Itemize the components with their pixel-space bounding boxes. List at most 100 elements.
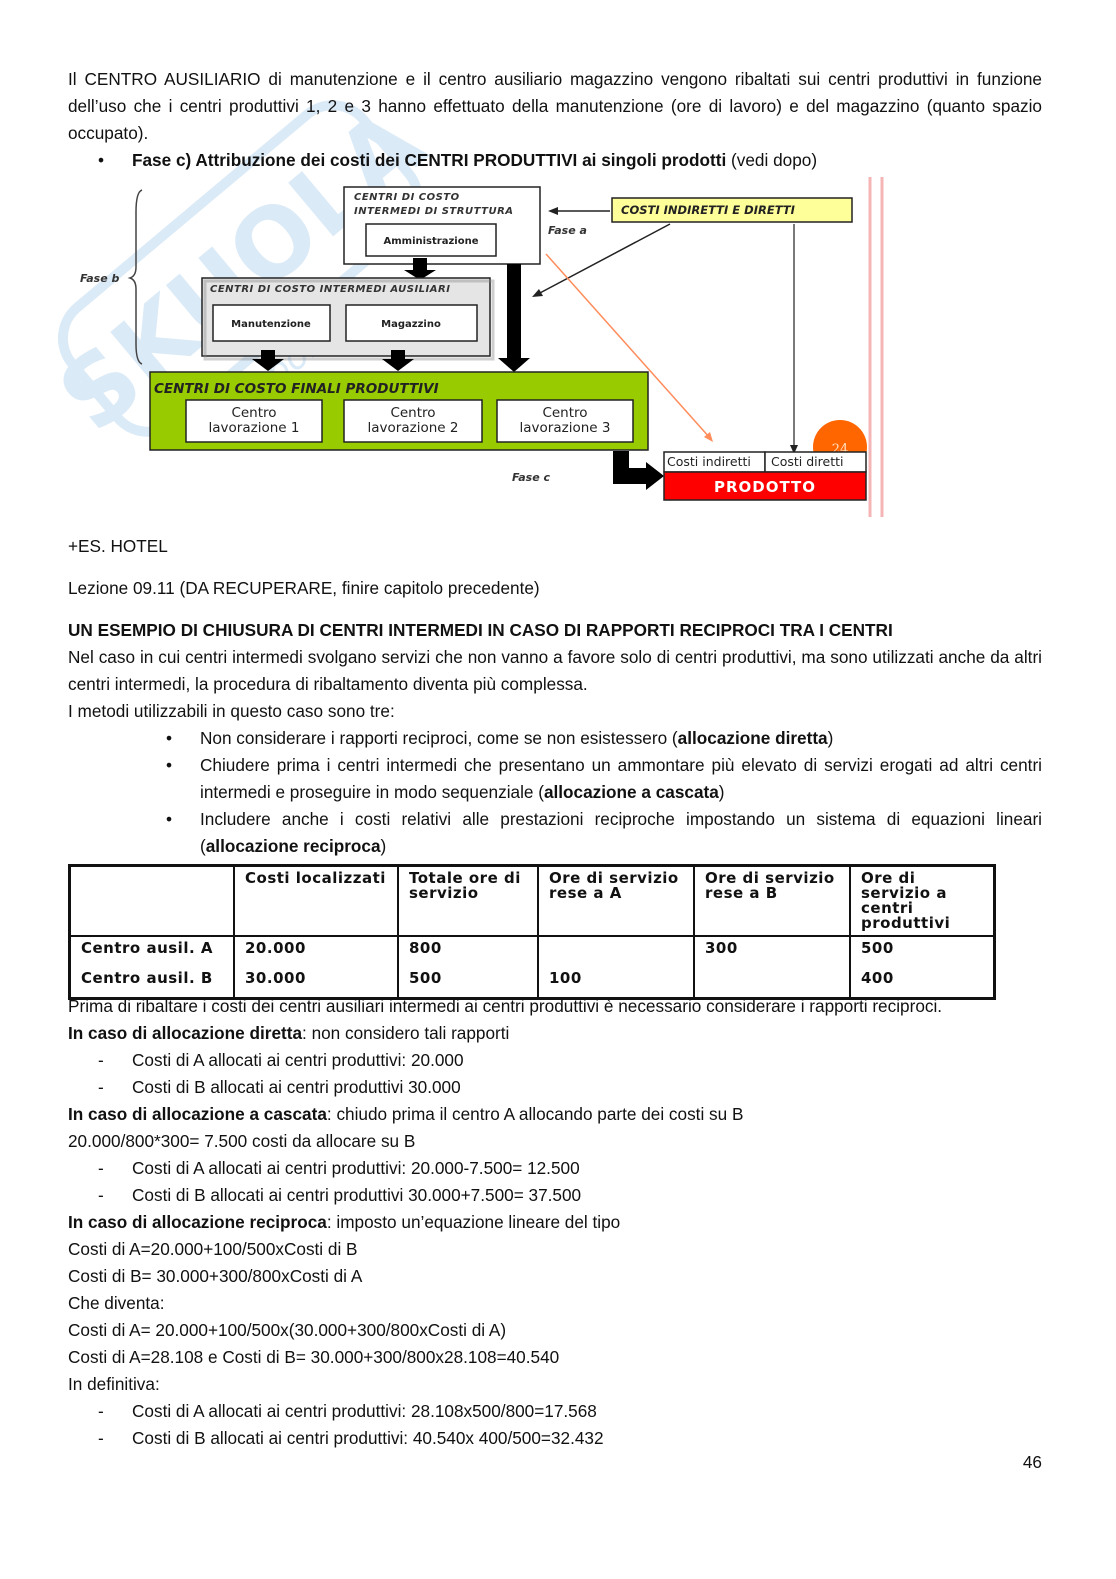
intro-para-1: Nel caso in cui centri intermedi svolgan… <box>68 647 1042 694</box>
dash-marker: - <box>98 1158 104 1178</box>
arrow-head <box>548 207 558 215</box>
fase-b-label: Fase b <box>80 272 120 285</box>
amministrazione-box <box>365 223 497 257</box>
intro-paragraph: Il CENTRO AUSILIARIO di manutenzione e i… <box>68 69 1042 143</box>
equation: Costi di A= 20.000+100/500x(30.000+300/8… <box>68 1320 507 1340</box>
method-item: • Non considerare i rapporti reciproci, … <box>68 725 1042 752</box>
struttura-title: CENTRI DI COSTO INTERMEDI DI STRUTTURA <box>354 192 514 217</box>
centro-3-line2: lavorazione 3 <box>520 420 611 436</box>
table-row: Centro ausil. B 30.000 500 100 400 <box>70 967 995 999</box>
cascata-calc: 20.000/800*300= 7.500 costi da allocare … <box>68 1131 416 1151</box>
cascata-heading: In caso di allocazione a cascata <box>68 1104 327 1124</box>
table-header: Ore di servizio rese a A <box>537 865 694 937</box>
method-text: Non considerare i rapporti reciproci, co… <box>200 728 678 748</box>
table-header <box>69 865 234 937</box>
table-row: Centro ausil. A 20.000 800 300 500 <box>70 936 995 967</box>
dash-marker: - <box>98 1428 104 1448</box>
service-hours-table: Costi localizzati Totale ore di servizio… <box>68 864 996 1000</box>
fase-c-bullet: • Fase c) Attribuzione dei costi dei CEN… <box>68 147 1042 174</box>
magazzino-label: Magazzino <box>381 319 441 330</box>
bullet-dot: • <box>166 728 173 748</box>
list-item: -Costi di A allocati ai centri produttiv… <box>68 1398 1048 1425</box>
costi-indiretti-diretti-box <box>611 197 853 223</box>
method-name: allocazione diretta <box>677 728 828 748</box>
centro-2-line1: Centro <box>390 405 435 421</box>
table-cell: 20.000 <box>233 936 398 967</box>
method-item: • Includere anche i costi relativi alle … <box>68 806 1042 860</box>
list-item-text: Costi di B allocati ai centri produttivi… <box>132 1077 461 1097</box>
che-diventa: Che diventa: <box>68 1293 165 1313</box>
table-header: Totale ore di servizio <box>397 865 538 937</box>
list-item: -Costi di B allocati ai centri produttiv… <box>68 1182 1048 1209</box>
fase-b-brace <box>127 189 143 365</box>
finali-title: CENTRI DI COSTO FINALI PRODUTTIVI <box>154 381 439 397</box>
thick-arrow-head <box>498 358 530 372</box>
thick-arrow-head <box>252 359 284 371</box>
manutenzione-box <box>212 304 331 342</box>
table-cell: 500 <box>397 967 538 999</box>
page-number: 46 <box>1022 1452 1042 1472</box>
table-cell: Centro ausil. B <box>81 969 213 987</box>
reciproca-text: : imposto un’equazione lineare del tipo <box>326 1212 621 1232</box>
ausiliari-title: CENTRI DI COSTO INTERMEDI AUSILIARI <box>210 284 450 295</box>
table-cell <box>693 967 850 999</box>
thick-arrow-head <box>404 270 436 280</box>
table-header: Ore di servizio rese a B <box>693 865 850 937</box>
intro-para-2: I metodi utilizzabili in questo caso son… <box>68 701 395 721</box>
diretta-text: : non considero tali rapporti <box>302 1023 510 1043</box>
thick-arrow-stem <box>413 258 427 272</box>
equation: Costi di A=20.000+100/500xCosti di B <box>68 1239 358 1259</box>
reciproca-heading: In caso di allocazione reciproca <box>68 1212 327 1232</box>
cost-centers-diagram: Fase b CENTRI DI COSTO INTERMEDI DI STRU… <box>80 177 884 517</box>
method-text: ) <box>827 728 834 748</box>
list-item: -Costi di B allocati ai centri produttiv… <box>68 1425 1048 1452</box>
section-heading: UN ESEMPIO DI CHIUSURA DI CENTRI INTERME… <box>68 620 893 640</box>
table-cell: 400 <box>849 967 995 999</box>
thick-arrow-head <box>382 359 414 371</box>
fase-c-arrow-stem <box>613 468 649 484</box>
table-cell: 300 <box>693 936 850 967</box>
arrow-head <box>790 445 798 454</box>
list-item-text: Costi di A allocati ai centri produttivi… <box>132 1401 597 1421</box>
fase-c-rest: (vedi dopo) <box>726 150 818 170</box>
dash-marker: - <box>98 1077 104 1097</box>
centro-3-line1: Centro <box>542 405 587 421</box>
method-text: Includere anche i costi relativi alle pr… <box>200 809 1042 856</box>
table-cell <box>537 936 694 967</box>
method-name: allocazione reciproca <box>205 836 381 856</box>
manutenzione-label: Manutenzione <box>231 319 311 330</box>
ausiliari-shadow <box>203 279 495 361</box>
method-name: allocazione a cascata <box>543 782 719 802</box>
bullet-dot: • <box>166 809 173 829</box>
costi-indiretti-diretti-label: COSTI INDIRETTI E DIRETTI <box>621 203 796 217</box>
list-item: -Costi di A allocati ai centri produttiv… <box>68 1047 1048 1074</box>
centro-lavorazione-2-box <box>343 399 483 443</box>
arrow-to-ausiliari <box>537 223 671 295</box>
arrow-head <box>704 432 713 442</box>
table-cell: Centro ausil. A <box>81 939 213 957</box>
method-item: • Chiudere prima i centri intermedi che … <box>68 752 1042 806</box>
prodotto-label: PRODOTTO <box>714 478 816 496</box>
list-item: - Costi di B allocati ai centri produttiv… <box>68 1074 1048 1101</box>
fase-c-arrow-head <box>646 462 664 490</box>
table-header: Ore di servizio a centri produttivi <box>849 865 995 937</box>
costi-indiretti-label: Costi indiretti <box>667 454 751 469</box>
es-hotel: +ES. HOTEL <box>68 536 168 556</box>
table-cell: 800 <box>397 936 538 967</box>
fase-c-label: Fase c <box>512 471 551 484</box>
orange-arrow-to-costi-indiretti <box>545 253 711 439</box>
fase-a-label: Fase a <box>548 224 587 237</box>
in-definitiva: In definitiva: <box>68 1374 160 1394</box>
prodotto-box <box>663 471 867 501</box>
diretta-heading: In caso di allocazione diretta <box>68 1023 303 1043</box>
cascata-text: : chiudo prima il centro A allocando par… <box>326 1104 744 1124</box>
table-cell: 500 <box>849 936 995 967</box>
bullet-dot: • <box>166 755 173 775</box>
method-text: ) <box>718 782 725 802</box>
method-text: Chiudere prima i centri intermedi che pr… <box>200 755 1042 802</box>
method-text: ) <box>380 836 387 856</box>
prima-di-ribaltare: Prima di ribaltare i costi dei centri au… <box>68 996 943 1016</box>
list-item-text: Costi di A allocati ai centri produttivi… <box>132 1158 580 1178</box>
costi-diretti-label: Costi diretti <box>771 454 843 469</box>
dash-marker: - <box>98 1050 104 1070</box>
